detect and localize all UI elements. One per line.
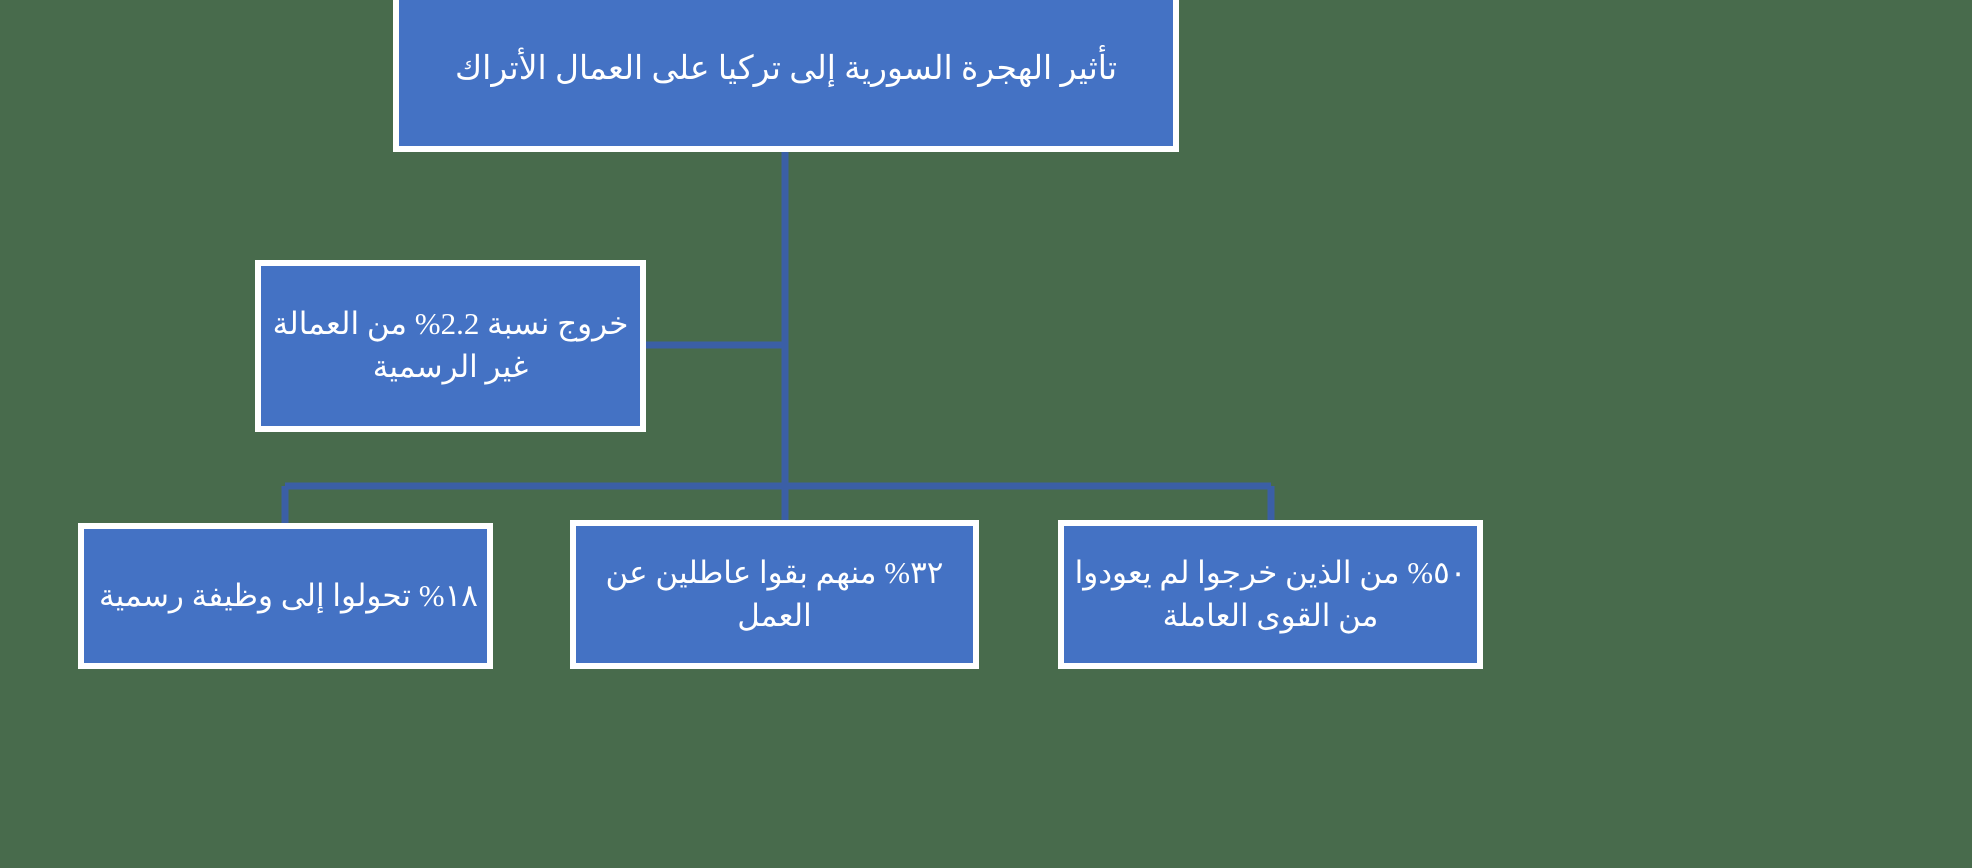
node-informal-employment[interactable]: خروج نسبة 2.2% من العمالة غير الرسمية	[255, 260, 646, 432]
node-exited-labor-force-label: ٥٠% من الذين خرجوا لم يعودوا من القوى ال…	[1074, 554, 1467, 633]
node-converted-to-formal-job[interactable]: ١٨% تحولوا إلى وظيفة رسمية	[78, 523, 493, 669]
node-exited-labor-force[interactable]: ٥٠% من الذين خرجوا لم يعودوا من القوى ال…	[1058, 520, 1483, 669]
node-informal-employment-label: خروج نسبة 2.2% من العمالة غير الرسمية	[272, 306, 629, 384]
node-remained-unemployed[interactable]: ٣٢% منهم بقوا عاطلين عن العمل	[570, 520, 979, 669]
node-remained-unemployed-label: ٣٢% منهم بقوا عاطلين عن العمل	[605, 554, 944, 633]
node-converted-to-formal-job-label: ١٨% تحولوا إلى وظيفة رسمية	[99, 577, 478, 613]
node-root-label: تأثير الهجرة السورية إلى تركيا على العما…	[454, 51, 1118, 88]
node-root[interactable]: تأثير الهجرة السورية إلى تركيا على العما…	[393, 0, 1179, 152]
